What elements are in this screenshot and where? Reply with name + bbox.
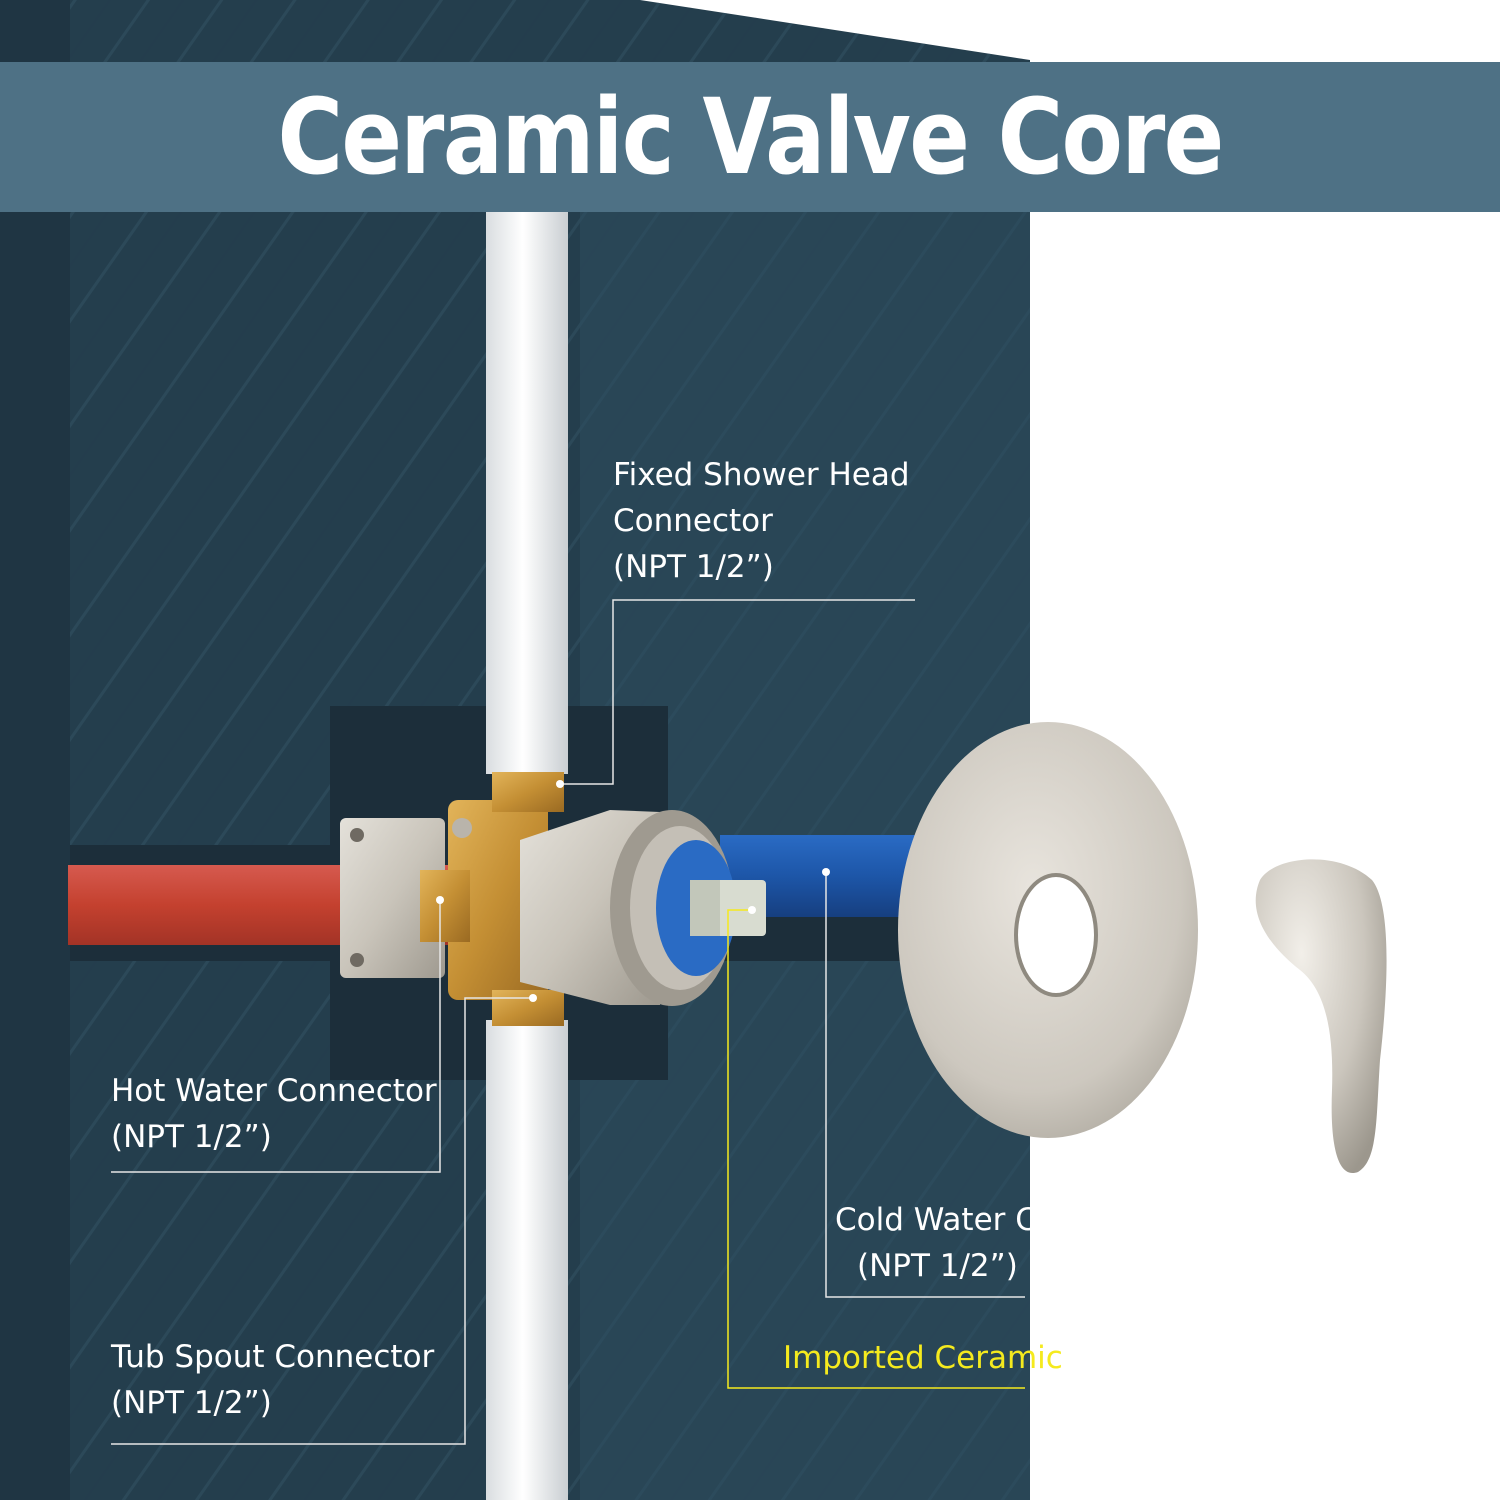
lever-handle (1255, 859, 1387, 1174)
callout-lines (111, 599, 1025, 1445)
label-line: Tub Spout Connector (111, 1339, 435, 1375)
mounting-bracket (340, 818, 445, 978)
callout-cold-water (825, 872, 1025, 1298)
label-tub-spout: Tub Spout Connector (NPT 1/2”) (111, 1334, 434, 1426)
hot-thread (420, 870, 470, 942)
label-line: (NPT 1/2”) (613, 549, 774, 585)
shower-pipe-top (486, 212, 568, 774)
label-cold-water: Cold Water Connector (NPT 1/2”) (835, 1197, 1175, 1289)
tub-pipe-bottom (486, 1020, 568, 1500)
wall-left-panel (0, 0, 70, 1500)
callout-tub-spout (111, 997, 533, 1445)
label-fixed-shower-head: Fixed Shower Head Connector (NPT 1/2”) (613, 452, 910, 590)
label-ceramic-core: Imported Ceramic Valve Core (783, 1335, 1238, 1381)
label-line: (NPT 1/2”) (857, 1248, 1018, 1284)
page-title: Ceramic Valve Core (277, 76, 1224, 198)
callout-ceramic-core (727, 909, 1025, 1389)
label-line: Fixed Shower Head (613, 457, 910, 493)
callout-hot-water (111, 900, 441, 1173)
label-line: (NPT 1/2”) (111, 1119, 272, 1155)
label-line: Cold Water Connector (835, 1202, 1176, 1238)
label-highlight: Imported Ceramic (783, 1340, 1063, 1376)
title-banner (0, 62, 1500, 212)
bottom-thread (492, 990, 564, 1026)
label-rest: Valve Core (1062, 1340, 1239, 1376)
label-hot-water: Hot Water Connector (NPT 1/2”) (111, 1068, 437, 1160)
label-line: (NPT 1/2”) (111, 1385, 272, 1421)
plate-hole (1018, 877, 1094, 993)
label-line: Hot Water Connector (111, 1073, 437, 1109)
callout-dots (436, 780, 830, 1002)
label-line: Connector (613, 503, 773, 539)
top-thread (492, 772, 564, 812)
callout-shower-head (560, 599, 915, 785)
